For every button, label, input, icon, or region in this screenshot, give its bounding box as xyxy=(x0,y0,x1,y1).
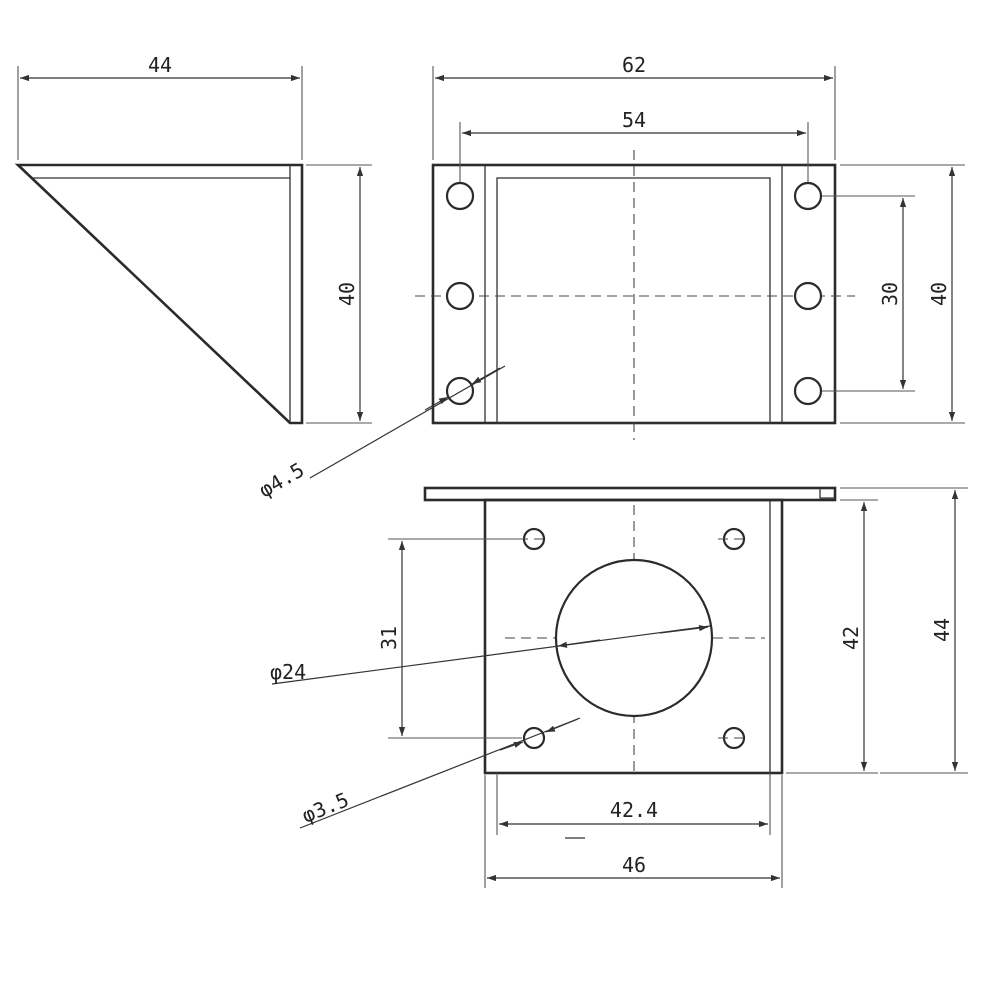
inner-height-dimension: 42 xyxy=(839,626,863,650)
mount-hole-arrow xyxy=(471,367,501,385)
mount-hole-leader xyxy=(309,365,506,479)
center-bore-arrow xyxy=(557,639,601,648)
mount-hole xyxy=(445,376,475,406)
side-height-dimension: 40 xyxy=(335,282,359,306)
bottom-hole-span-dimension: 42.4 xyxy=(610,798,658,822)
mount-hole xyxy=(793,281,823,311)
front-height-dimension: 40 xyxy=(927,282,951,306)
front-width-dimension: 62 xyxy=(622,53,646,77)
center-bore-leader xyxy=(271,625,711,685)
bottom-flange-strip xyxy=(423,486,837,502)
mount-hole xyxy=(793,376,823,406)
vertical-pitch-dimension: 31 xyxy=(377,626,401,650)
motor-hole-arrow xyxy=(499,741,524,751)
hole-span-dimension: 54 xyxy=(622,108,646,132)
side-width-dimension: 44 xyxy=(148,53,172,77)
front-view: 62 54 30 40 φ4.5 xyxy=(255,53,965,502)
center-bore-arrow xyxy=(659,624,709,634)
side-view-outline xyxy=(14,163,304,425)
hole-pitch-dimension: 30 xyxy=(878,282,902,306)
bottom-flange-step xyxy=(819,488,835,499)
side-view: 44 40 xyxy=(14,53,372,425)
mount-hole-callout: φ4.5 xyxy=(255,458,309,503)
motor-hole-callout: φ3.5 xyxy=(299,787,353,827)
outer-height-dimension: 44 xyxy=(930,618,954,642)
motor-hole-arrow xyxy=(545,718,579,733)
center-bore-callout: φ24 xyxy=(270,660,306,684)
motor-hole-leader xyxy=(299,717,581,829)
center-bore xyxy=(554,558,714,718)
bottom-width-dimension: 46 xyxy=(622,853,646,877)
mount-hole xyxy=(793,181,823,211)
mount-hole-arrow xyxy=(424,396,449,411)
motor-hole xyxy=(522,726,546,750)
mount-hole xyxy=(445,281,475,311)
mount-hole xyxy=(445,181,475,211)
bottom-plate-outline xyxy=(483,498,784,775)
bottom-view: 31 42 44 42.4 46 φ24 φ3.5 xyxy=(270,486,968,888)
